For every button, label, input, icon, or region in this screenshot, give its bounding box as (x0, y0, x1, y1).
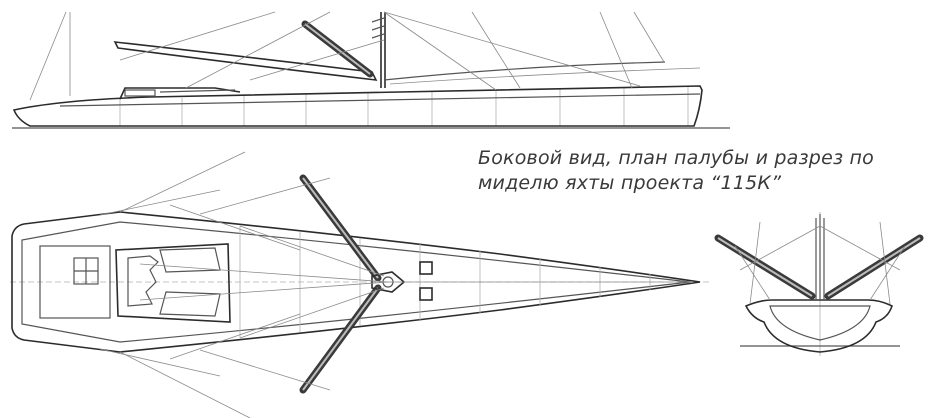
caption-line-2: миделю яхты проекта “115К” (478, 172, 782, 194)
deck-plan (10, 151, 712, 418)
midship-section (714, 212, 924, 356)
caption-line-1: Боковой вид, план палубы и разрез по (478, 147, 874, 169)
side-view (12, 11, 730, 129)
drawing-caption: Боковой вид, план палубы и разрез по мид… (478, 146, 928, 196)
